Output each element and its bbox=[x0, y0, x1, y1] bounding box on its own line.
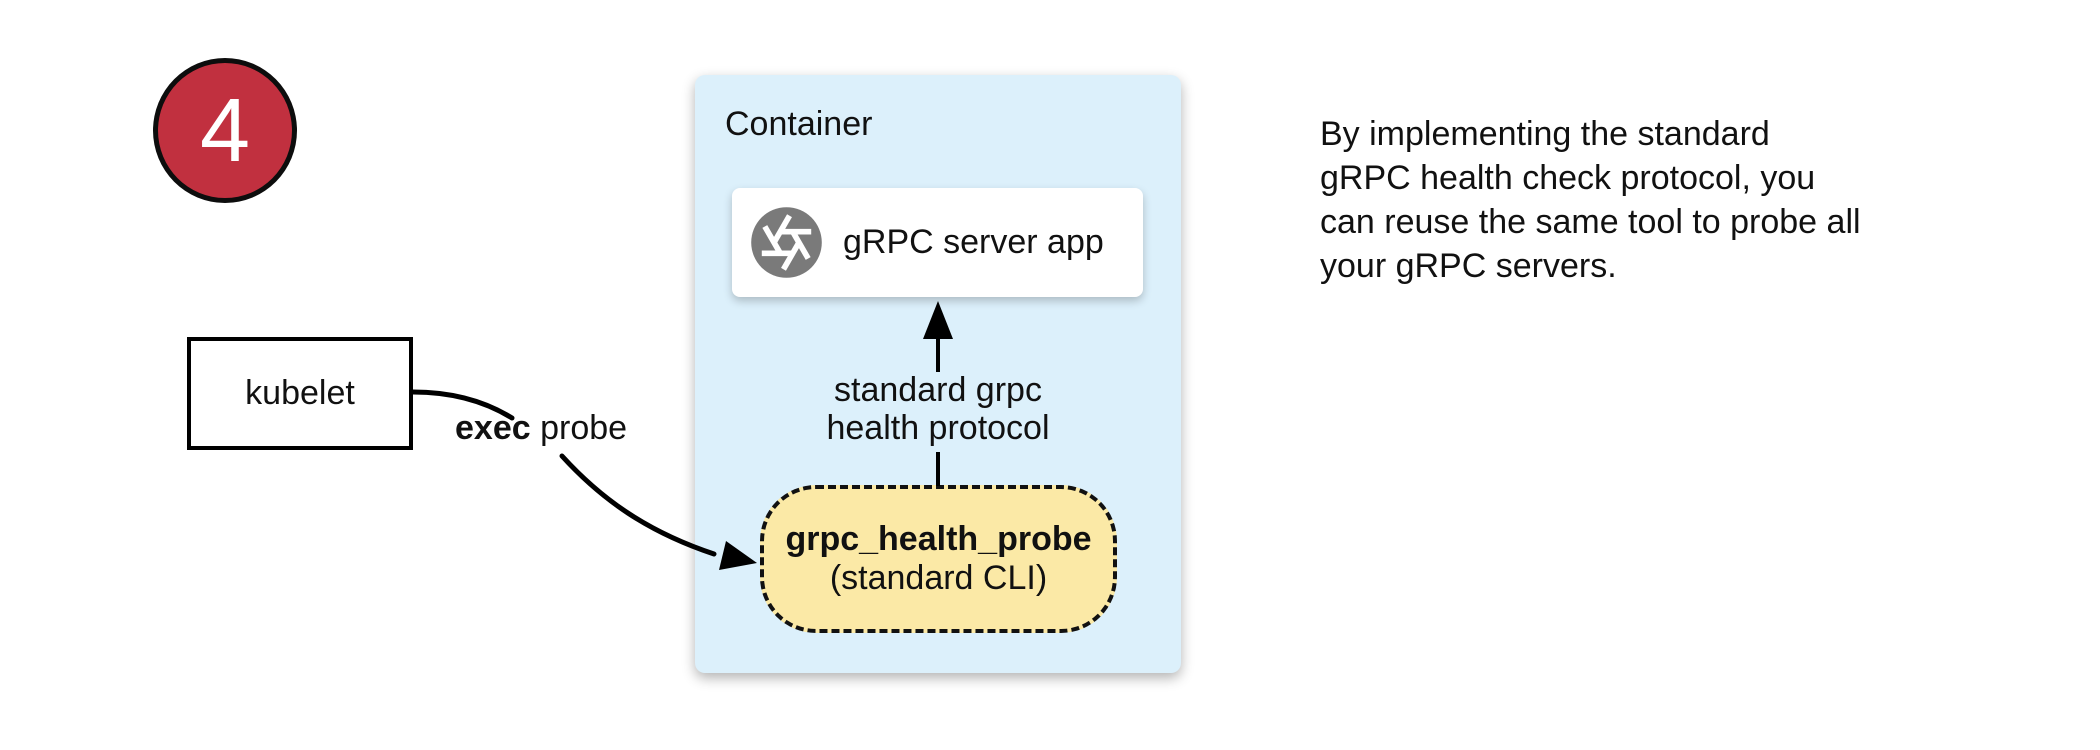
health-protocol-line-1: standard grpc bbox=[834, 371, 1042, 409]
grpc-server-app-label: gRPC server app bbox=[843, 223, 1104, 261]
note-line-4: your gRPC servers. bbox=[1320, 247, 1617, 285]
exec-probe-label-bold: exec bbox=[455, 409, 531, 447]
step-number-badge: 4 bbox=[153, 58, 297, 203]
health-protocol-label: standard grpc health protocol bbox=[788, 371, 1088, 447]
health-protocol-line-2: health protocol bbox=[826, 409, 1050, 447]
grpc-health-probe-box: grpc_health_probe (standard CLI) bbox=[760, 485, 1117, 633]
grpc-server-app-box: gRPC server app bbox=[732, 188, 1143, 297]
note-line-3: can reuse the same tool to probe all bbox=[1320, 203, 1861, 241]
container-label: Container bbox=[725, 105, 873, 143]
note-line-1: By implementing the standard bbox=[1320, 115, 1770, 153]
note-text: By implementing the standard gRPC health… bbox=[1320, 112, 1861, 288]
note-line-2: gRPC health check protocol, you bbox=[1320, 159, 1816, 197]
kubelet-label: kubelet bbox=[245, 374, 355, 412]
grpc-health-probe-title: grpc_health_probe bbox=[785, 520, 1092, 558]
grpc-health-probe-subtitle: (standard CLI) bbox=[829, 559, 1048, 597]
exec-probe-label-rest: probe bbox=[540, 409, 628, 447]
kubelet-box: kubelet bbox=[187, 337, 413, 450]
exec-probe-label: exec probe bbox=[455, 409, 627, 448]
container-box: Container gRPC server app grpc_health_pr… bbox=[695, 75, 1181, 673]
aperture-icon bbox=[751, 207, 822, 278]
step-number: 4 bbox=[199, 80, 251, 181]
